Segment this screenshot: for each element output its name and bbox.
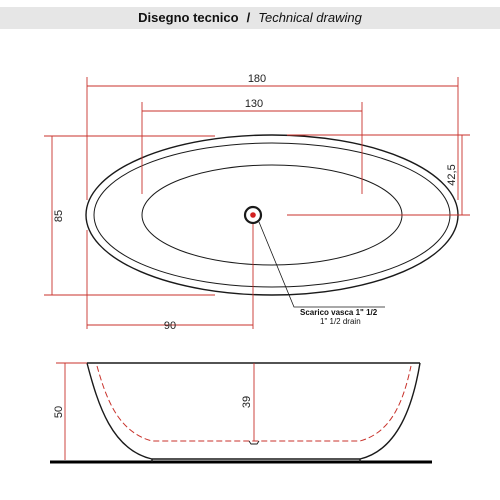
dim-label-50: 50 [53,406,65,418]
drain-note-italian: Scarico vasca 1" 1/2 [300,308,378,317]
dim-label-180: 180 [248,73,266,85]
dim-label-42-5: 42,5 [446,164,458,185]
side-view: 50 39 [50,362,432,464]
side-outer-shell [86,362,421,460]
title-italian: Disegno tecnico [138,10,239,25]
dim-overall-width [44,135,215,296]
side-inner-hidden-line [96,365,412,442]
title-separator: / [246,10,251,25]
dim-label-85: 85 [53,210,65,222]
dim-label-39: 39 [241,396,253,408]
title-english: Technical drawing [258,10,362,25]
side-drain-bump [248,440,260,445]
drain-leader-line [258,221,385,308]
drain-note-english: 1" 1/2 drain [320,317,361,326]
dim-half-width [287,134,470,216]
top-view: 180 130 85 42,5 90 Sc [44,73,470,332]
dim-label-90: 90 [164,320,176,332]
dim-overall-length [86,77,459,200]
dim-drain-offset [86,224,254,329]
dim-overall-height [56,362,87,460]
dim-label-130: 130 [245,98,263,110]
dim-inner-length [141,102,363,194]
drain-dot [250,212,256,218]
header-bar: Disegno tecnico / Technical drawing [0,7,500,29]
